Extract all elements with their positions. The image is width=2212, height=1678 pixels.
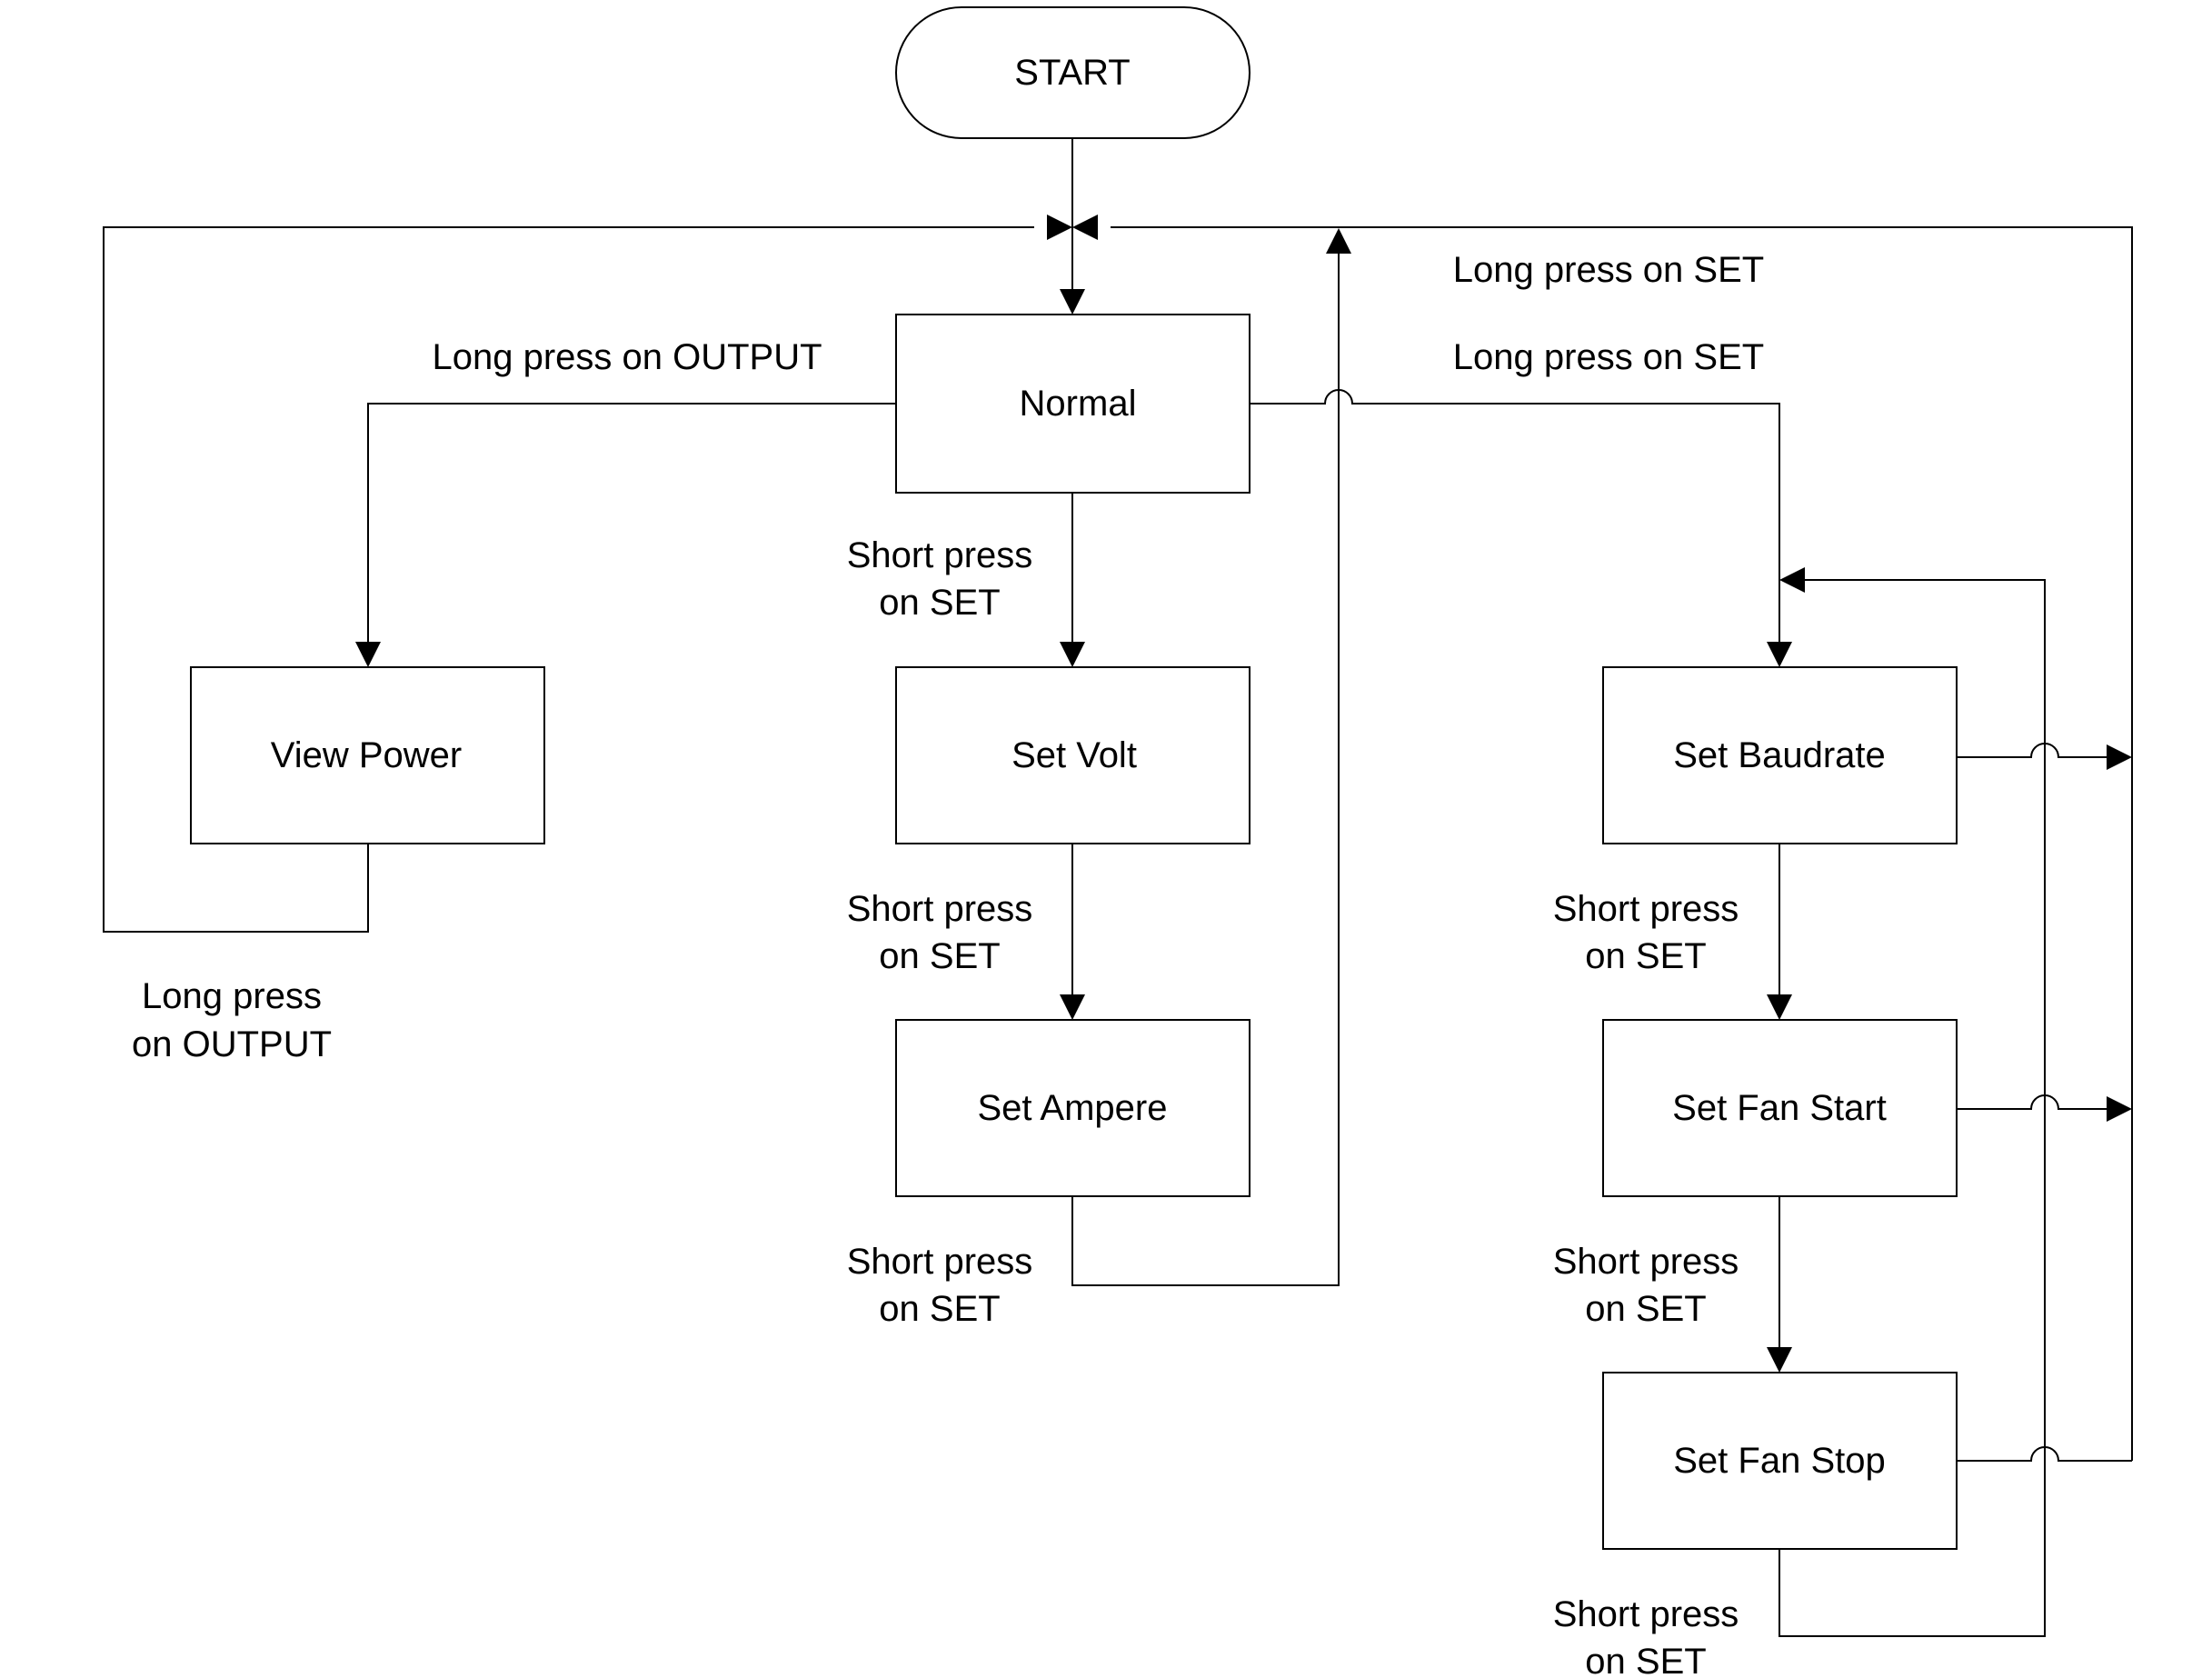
label-baudrate-to-fan-start-line2: on SET (1585, 936, 1706, 976)
arrowhead-into-set-baudrate (1767, 642, 1792, 667)
node-set-ampere-label: Set Ampere (977, 1088, 1167, 1128)
edge-set-baudrate-to-bus (1957, 743, 2110, 758)
connectors (103, 138, 2133, 1637)
node-start: START (895, 6, 1250, 139)
label-view-power-to-normal-line2: on OUTPUT (132, 1024, 332, 1064)
edge-set-fan-start-to-bus (1957, 1094, 2110, 1110)
edge-set-fan-stop-to-set-baudrate (1779, 579, 2046, 1637)
label-normal-to-view-power: Long press on OUTPUT (432, 337, 822, 377)
node-normal-label: Normal (1020, 384, 1137, 424)
label-set-ampere-to-normal-line1: Short press (847, 1242, 1033, 1282)
node-view-power: View Power (190, 666, 545, 844)
label-set-volt-to-set-ampere-line2: on SET (879, 936, 1000, 976)
node-set-volt: Set Volt (895, 666, 1250, 844)
label-normal-to-set-volt-line2: on SET (879, 583, 1000, 623)
label-fan-start-to-fan-stop-line1: Short press (1553, 1242, 1739, 1282)
arrowhead-loop-to-baudrate (1779, 567, 1805, 593)
edge-labels: Long press on OUTPUT Long press on OUTPU… (132, 250, 1764, 1678)
label-view-power-to-normal-line1: Long press (142, 976, 322, 1016)
arrowhead-into-set-fan-start (1767, 994, 1792, 1020)
node-set-volt-label: Set Volt (1011, 735, 1137, 775)
edge-view-power-to-normal (103, 226, 1034, 933)
label-fan-stop-to-baudrate-line1: Short press (1553, 1594, 1739, 1634)
arrowhead-into-junction-right (1072, 215, 1098, 240)
arrowhead-fan-start-to-bus (2107, 1096, 2132, 1122)
arrowhead-into-set-volt (1060, 642, 1085, 667)
arrowhead-into-junction-left (1047, 215, 1072, 240)
label-fan-stop-to-baudrate-line2: on SET (1585, 1642, 1706, 1678)
arrowhead-baudrate-to-bus (2107, 744, 2132, 770)
arrowhead-into-normal (1060, 289, 1085, 315)
edge-set-ampere-to-normal (1071, 250, 1340, 1286)
node-set-fan-start: Set Fan Start (1602, 1019, 1958, 1197)
arrowhead-up-return (1326, 228, 1351, 254)
label-normal-to-set-volt-line1: Short press (847, 535, 1033, 575)
node-set-baudrate-label: Set Baudrate (1673, 735, 1886, 775)
edge-set-fan-stop-to-bus (1957, 1446, 2132, 1462)
node-set-baudrate: Set Baudrate (1602, 666, 1958, 844)
node-set-fan-stop: Set Fan Stop (1602, 1372, 1958, 1550)
edge-right-return-bus (1111, 226, 2133, 1461)
node-set-ampere: Set Ampere (895, 1019, 1250, 1197)
node-set-fan-start-label: Set Fan Start (1672, 1088, 1887, 1128)
arrowheads (355, 215, 2132, 1373)
label-return-to-normal: Long press on SET (1453, 250, 1764, 290)
label-normal-to-set-baudrate: Long press on SET (1453, 337, 1764, 377)
node-view-power-label: View Power (271, 735, 462, 775)
label-set-ampere-to-normal-line2: on SET (879, 1289, 1000, 1329)
node-set-fan-stop-label: Set Fan Stop (1673, 1441, 1885, 1481)
arrowhead-into-view-power (355, 642, 381, 667)
edge-normal-to-set-baudrate (1250, 389, 1780, 645)
label-baudrate-to-fan-start-line1: Short press (1553, 889, 1739, 929)
node-normal: Normal (895, 314, 1250, 494)
edge-normal-to-view-power (367, 403, 896, 645)
label-set-volt-to-set-ampere-line1: Short press (847, 889, 1033, 929)
arrowhead-into-set-ampere (1060, 994, 1085, 1020)
arrowhead-into-set-fan-stop (1767, 1347, 1792, 1373)
label-fan-start-to-fan-stop-line2: on SET (1585, 1289, 1706, 1329)
node-start-label: START (1014, 53, 1130, 93)
